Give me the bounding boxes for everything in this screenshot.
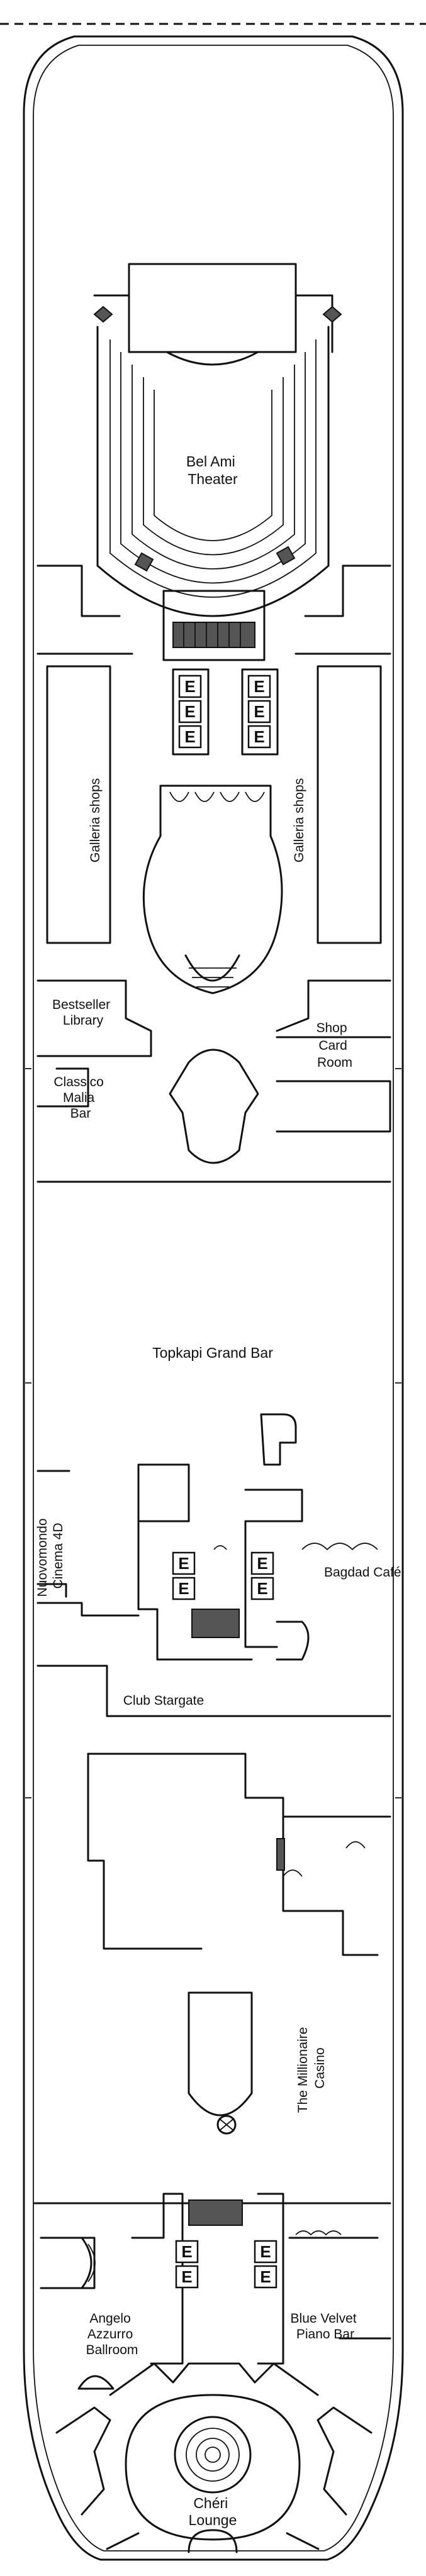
cinema-label-line-2: Cinema 4D [51, 1522, 65, 1588]
cinema-label: Nuovomondo Cinema 4D [35, 1515, 65, 1597]
classico-label-line-1: Classico [53, 1075, 103, 1089]
forward-stairs [172, 622, 255, 648]
casino-label: The Millionaire Casino [296, 2023, 327, 2113]
classico-label: Classico Malia Bar [53, 1075, 107, 1121]
shop-label: Shop [316, 1021, 347, 1035]
casino-area [87, 1753, 391, 2135]
aft-lobby [33, 2193, 391, 2365]
casino-label-line-1: The Millionaire [296, 2027, 310, 2113]
galleria-left-label: Galleria shops [88, 778, 103, 862]
stargate-label: Club Stargate [123, 1693, 204, 1708]
forward-stair-hall [162, 590, 266, 661]
svg-text:E: E [254, 727, 264, 746]
midship-rooms [36, 1463, 391, 1717]
forward-stair-treads [183, 622, 241, 647]
svg-text:E: E [260, 2242, 271, 2261]
svg-text:E: E [181, 2267, 192, 2286]
svg-text:E: E [184, 702, 195, 721]
ballroom-label-line-3: Ballroom [86, 2343, 138, 2357]
svg-text:E: E [257, 1579, 267, 1598]
ballroom-label-line-2: Azzurro [87, 2327, 133, 2342]
svg-text:E: E [257, 1554, 267, 1573]
card-room-label-line-2: Room [317, 1055, 352, 1070]
inner-hull-outline [33, 45, 394, 2551]
theater-area [36, 263, 391, 655]
ballroom-label-line-1: Angelo [89, 2311, 130, 2326]
library-label-line-1: Bestseller [52, 998, 110, 1012]
forward-elevator-lobby-left [172, 668, 210, 756]
svg-text:E: E [181, 2242, 192, 2261]
cheri-lounge-area [55, 2362, 373, 2553]
aft-stairs [188, 2199, 243, 2226]
svg-text:E: E [184, 677, 195, 696]
classico-label-line-3: Bar [70, 1106, 91, 1121]
forward-elevator-group: E E E E E E [178, 674, 271, 749]
svg-text:E: E [254, 677, 264, 696]
piano-bar-label-line-1: Blue Velvet [291, 2311, 357, 2326]
cinema-label-line-1: Nuovomondo [35, 1518, 50, 1597]
galleria-right-label: Galleria shops [292, 778, 306, 862]
theater-label-line-2: Theater [188, 471, 238, 487]
library-label: Bestseller Library [52, 998, 114, 1028]
cheri-label-line-2: Lounge [189, 2512, 237, 2528]
svg-text:E: E [178, 1554, 189, 1573]
card-room-label-line-1: Card [318, 1038, 347, 1053]
theater-label-line-1: Bel Ami [186, 453, 235, 470]
cheri-label-line-1: Chéri [193, 2495, 228, 2511]
svg-text:E: E [260, 2267, 271, 2286]
hull-notches [25, 1068, 401, 1798]
theater-label: Bel Ami Theater [186, 453, 239, 487]
grand-bar-label: Topkapi Grand Bar [152, 1345, 273, 1361]
galleria-area [46, 665, 382, 994]
svg-text:E: E [254, 702, 264, 721]
casino-label-line-2: Casino [313, 2047, 327, 2088]
classico-label-line-2: Malia [63, 1091, 95, 1105]
ballroom-label: Angelo Azzurro Ballroom [86, 2311, 138, 2357]
card-room-label: Card Room [317, 1038, 352, 1070]
bagdad-label: Bagdad Café [324, 1565, 401, 1580]
piano-bar-label: Blue Velvet Piano Bar [291, 2311, 361, 2342]
aft-elevator-group: E E E E [175, 2240, 277, 2289]
cheri-label: Chéri Lounge [189, 2495, 237, 2528]
svg-text:E: E [184, 727, 195, 746]
midship-forward-rooms [36, 979, 391, 1183]
midship-stairs [191, 1609, 240, 1638]
library-label-line-2: Library [63, 1013, 104, 1028]
grand-bar-counter [260, 1413, 297, 1466]
midship-elevator-group: E E E E [172, 1551, 274, 1600]
forward-elevator-lobby-right [241, 668, 279, 756]
piano-bar-label-line-2: Piano Bar [296, 2327, 354, 2342]
hull-outline [23, 35, 404, 2561]
svg-text:E: E [178, 1579, 189, 1598]
